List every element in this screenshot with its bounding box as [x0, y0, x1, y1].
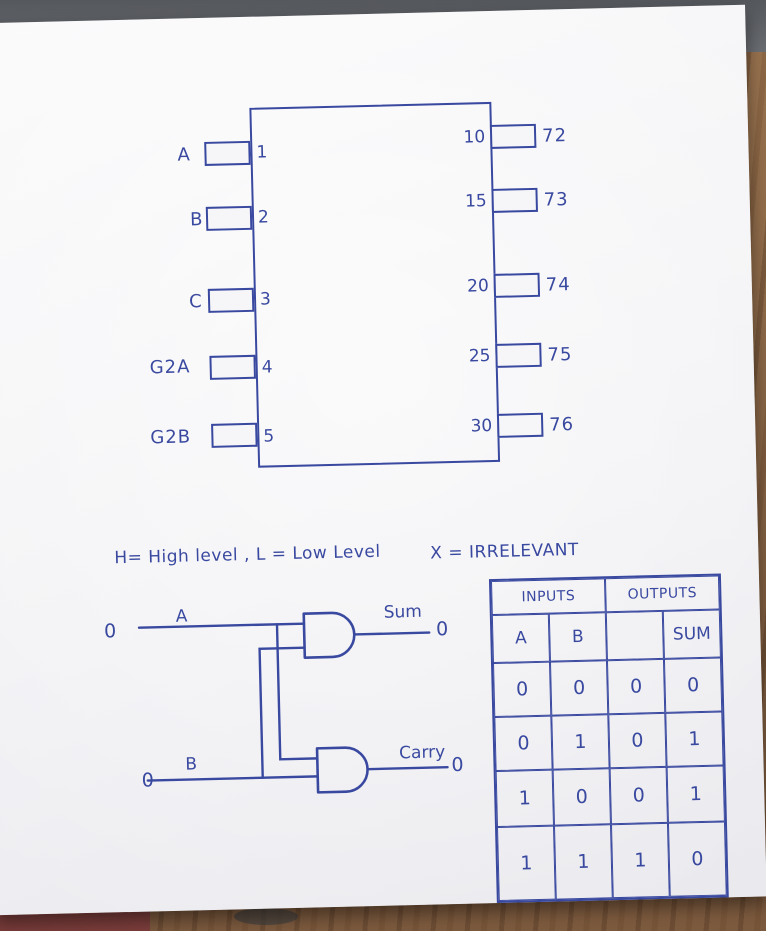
pin-outer-74: 74 [545, 274, 571, 296]
input-b-label: B [185, 754, 198, 775]
table-cell: 1 [551, 714, 610, 770]
table-cell: 0 [549, 660, 609, 716]
pin-label-c: C [188, 291, 203, 313]
carry-label: Carry [398, 742, 446, 764]
pin-outer-72: 72 [541, 125, 568, 147]
wire-carry-output [366, 765, 449, 771]
wire-b-branch [258, 646, 306, 779]
input-b-value: 0 [141, 769, 155, 792]
table-cell: 0 [494, 715, 553, 772]
table-cell: 1 [553, 824, 613, 900]
pin-box-4 [209, 354, 256, 380]
truth-table: INPUTS OUTPUTS A B SUM 0 0 0 0 0 1 0 1 1… [488, 573, 729, 904]
table-cell: 0 [608, 712, 667, 769]
pin-box-1 [204, 140, 251, 166]
input-a-value: 0 [103, 620, 117, 643]
shadow-smudge [234, 908, 298, 925]
table-cell: 1 [666, 765, 725, 823]
pin-outer-76: 76 [548, 414, 575, 436]
pin-inner-20: 20 [466, 276, 490, 297]
carry-value: 0 [451, 753, 464, 777]
pin-label-b: B [189, 209, 204, 231]
pin-number-5: 5 [263, 426, 275, 447]
sum-and-gate-icon [302, 611, 356, 659]
legend-irrelevant: X = IRRELEVANT [430, 539, 580, 564]
pin-number-3: 3 [259, 289, 272, 310]
pin-inner-25: 25 [468, 346, 491, 367]
wire-input-b [146, 775, 319, 782]
legend-levels: H= High level , L = Low Level [114, 541, 381, 569]
pin-inner-15: 15 [464, 191, 487, 212]
truth-table-header-outputs: OUTPUTS [604, 575, 720, 613]
table-cell: 0 [667, 821, 727, 897]
table-cell: 1 [497, 825, 556, 901]
pin-label-a: A [177, 144, 192, 166]
table-cell: 0 [609, 766, 668, 825]
pin-number-1: 1 [256, 142, 268, 163]
table-cell: 1 [665, 711, 724, 767]
pin-box-r1 [489, 123, 537, 149]
pin-outer-73: 73 [543, 189, 569, 211]
col-header-sum: SUM [662, 609, 721, 659]
pin-inner-10: 10 [463, 127, 486, 148]
pin-box-2 [205, 205, 253, 231]
table-cell: 0 [492, 661, 552, 718]
pin-box-r2 [491, 187, 538, 213]
pin-number-4: 4 [261, 357, 273, 378]
table-cell: 0 [552, 768, 611, 826]
table-cell: 1 [495, 769, 554, 828]
pin-number-2: 2 [257, 207, 270, 228]
pin-box-r5 [496, 412, 544, 438]
pin-box-r4 [495, 342, 542, 368]
pin-label-g2a: G2A [149, 356, 191, 379]
col-header-blank [605, 610, 664, 661]
paper-sheet: A B C G2A G2B 1 2 3 4 5 10 15 20 25 30 7… [0, 4, 766, 916]
wire-a-branch [275, 623, 319, 761]
sum-value: 0 [435, 618, 449, 641]
input-a-label: A [175, 606, 188, 627]
table-cell: 0 [663, 657, 723, 713]
wire-sum-output [353, 631, 431, 636]
table-cell: 0 [606, 658, 666, 715]
half-adder-circuit [137, 611, 449, 794]
carry-and-gate-icon [315, 746, 369, 794]
truth-table-header-inputs: INPUTS [490, 578, 606, 616]
pin-outer-75: 75 [547, 344, 573, 366]
col-header-a: A [491, 613, 550, 664]
pin-box-5 [211, 422, 258, 448]
pin-box-r3 [493, 272, 541, 298]
pin-inner-30: 30 [470, 416, 493, 437]
col-header-b: B [548, 612, 607, 662]
table-cell: 1 [610, 822, 670, 899]
wire-input-a [137, 622, 306, 629]
pin-box-3 [207, 287, 255, 313]
sum-label: Sum [383, 601, 423, 623]
pin-label-g2b: G2B [150, 426, 192, 449]
